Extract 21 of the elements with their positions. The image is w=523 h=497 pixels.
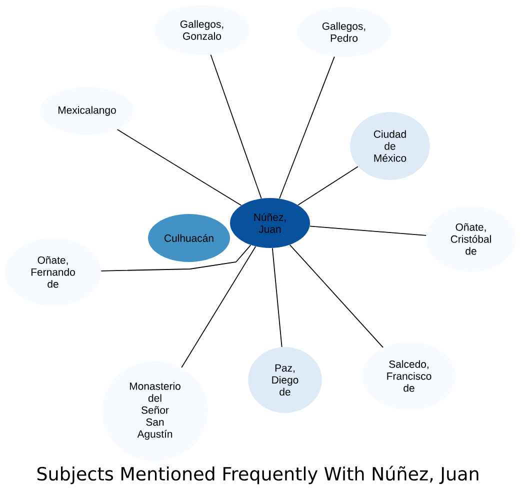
ellipse-node: Monasterio del Señor San Agustín	[102, 361, 208, 461]
diagram-title: Subjects Mentioned Frequently With Núñez, Juan	[37, 466, 478, 484]
ellipse-node: Oñate, Fernando de	[5, 238, 101, 306]
connector-line	[210, 54, 262, 199]
connector-line	[272, 248, 282, 348]
ellipse-node: Mexicalango	[40, 87, 134, 135]
connector-line	[116, 129, 242, 206]
connector-line	[289, 244, 384, 348]
ellipse-node: Ciudad de México	[350, 112, 430, 180]
ellipse-node: Culhuacán	[148, 214, 230, 262]
connector-line	[279, 56, 335, 199]
connector-line	[181, 246, 256, 368]
ellipse-node: Paz, Diego de	[248, 347, 322, 413]
connector-line	[298, 166, 358, 206]
ellipse-node: Gallegos, Pedro	[297, 7, 391, 57]
ellipse-node: Gallegos, Gonzalo	[154, 5, 250, 55]
ellipse-node: Salcedo, Francisco de	[362, 342, 456, 410]
central-ellipse-node: Núñez, Juan	[230, 198, 310, 248]
connector-line	[100, 244, 252, 272]
connector-line	[309, 226, 427, 236]
ellipse-node: Oñate, Cristóbal de	[426, 206, 516, 272]
